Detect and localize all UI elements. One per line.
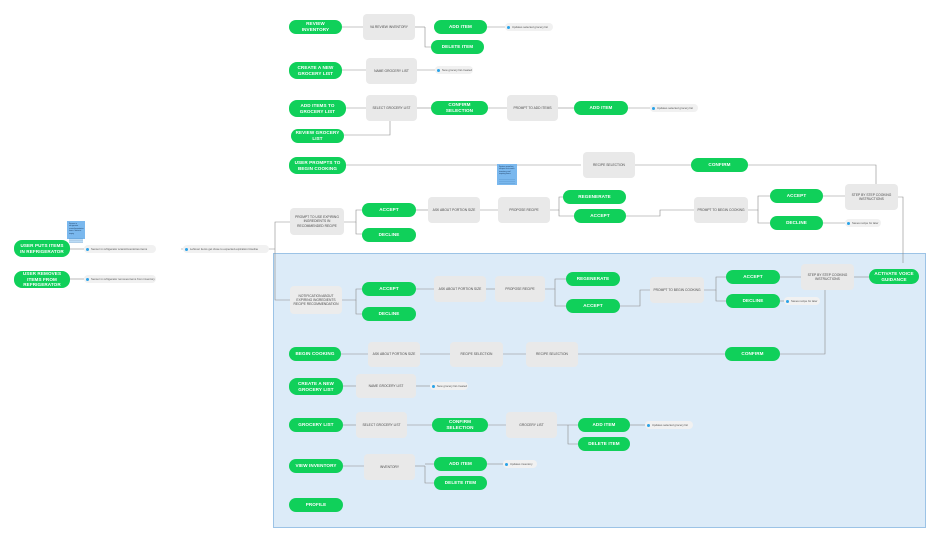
new-grocery-note: New grocery list created: [435, 66, 473, 74]
prompt-add-items-box: PROMPT TO ADD ITEMS: [507, 95, 558, 121]
note-dot-icon: [652, 106, 655, 110]
panel-ask-portion-box-2: ASK ABOUT PORTION SIZE: [368, 342, 420, 367]
add-items-to-grocery-node: ADD ITEMS TO GROCERY LIST: [289, 100, 346, 117]
prompt-begin-box: PROMPT TO BEGIN COOKING: [694, 197, 748, 223]
panel-recipe-selection-box-2: RECIPE SELECTION: [526, 342, 578, 367]
sticky-note-2: System searches recipes that match inven…: [497, 164, 517, 185]
note-dot-icon: [647, 423, 650, 427]
panel-decline-node-2: DECLINE: [726, 294, 780, 308]
user-removes-items-node: USER REMOVES ITEMS FROM REFRIGERATOR: [14, 271, 70, 288]
note-text: New grocery list created: [442, 68, 472, 72]
note-dot-icon: [505, 462, 508, 466]
sticky-note-text: System searches recipes that match inven…: [499, 166, 515, 176]
note-text: Leftover items get close to expected exp…: [190, 247, 259, 251]
propose-recipe-box: PROPOSE RECIPE: [498, 197, 550, 223]
sticky-note: Sensor in refrigerator scans/inventories…: [67, 221, 85, 244]
note-dot-icon: [847, 221, 850, 225]
grocery-list-node: GROCERY LIST: [289, 418, 343, 432]
note-text: Updates selected grocery list: [652, 423, 688, 427]
select-grocery-box: SELECT GROCERY LIST: [366, 95, 417, 121]
confirm-node: CONFIRM: [691, 158, 748, 172]
panel-new-grocery-note: New grocery list created: [430, 382, 468, 390]
saves-recipe-note: Saves recipe for later: [845, 219, 881, 227]
panel-name-grocery-box: NAME GROCERY LIST: [356, 374, 416, 398]
panel-regenerate-node: REGENERATE: [566, 272, 620, 286]
panel-updates-inventory-note: Updates inventory: [503, 460, 537, 468]
view-inventory-node: VIEW INVENTORY: [289, 459, 343, 473]
sticky-note-text: Sensor in refrigerator scans/inventories…: [69, 223, 84, 235]
note-dot-icon: [86, 247, 89, 251]
note-dot-icon: [432, 384, 435, 388]
panel-create-grocery-node: CREATE A NEW GROCERY LIST: [289, 378, 343, 395]
updates-grocery-note: Updates selected grocery list: [505, 23, 553, 31]
panel-grocery-list-box: GROCERY LIST: [506, 412, 557, 438]
panel-inventory-box: INVENTORY: [364, 454, 415, 480]
create-grocery-node: CREATE A NEW GROCERY LIST: [289, 62, 342, 79]
add-item-node-2: ADD ITEM: [574, 101, 628, 115]
note-dot-icon: [437, 68, 440, 72]
accept-node: ACCEPT: [362, 203, 416, 217]
recipe-selection-box: RECIPE SELECTION: [583, 152, 635, 178]
panel-propose-recipe-box: PROPOSE RECIPE: [495, 276, 545, 302]
leftover-note: Leftover items get close to expected exp…: [183, 245, 269, 253]
panel-updates-grocery-note: Updates selected grocery list: [645, 421, 693, 429]
panel-add-item-node-2: ADD ITEM: [434, 457, 487, 471]
confirm-selection-node: CONFIRM SELECTION: [431, 101, 488, 115]
activate-voice-node: ACTIVATE VOICE GUIDANCE: [869, 269, 919, 284]
note-text: Updates selected grocery list: [657, 106, 693, 110]
panel-delete-item-node-2: DELETE ITEM: [434, 476, 487, 490]
note-dot-icon: [185, 247, 188, 251]
ask-portion-box: ASK ABOUT PORTION SIZE: [428, 197, 480, 223]
review-grocery-node: REVIEW GROCERY LIST: [291, 129, 344, 143]
note-dot-icon: [86, 277, 89, 281]
sensor-scans-note: Sensor in refrigerator scans/inventories…: [84, 245, 156, 253]
review-inventory-node: REVIEW INVENTORY: [289, 20, 342, 34]
note-dot-icon: [507, 25, 510, 29]
updates-grocery-note-2: Updates selected grocery list: [650, 104, 698, 112]
prompt-expiring-box: PROMPT TO USE EXPIRING INGREDIENTS IN RE…: [290, 208, 344, 235]
decline-node: DECLINE: [362, 228, 416, 242]
panel-confirm-node: CONFIRM: [725, 347, 780, 361]
panel-select-grocery-box: SELECT GROCERY LIST: [356, 412, 407, 438]
delete-item-node: DELETE ITEM: [431, 40, 484, 54]
panel-delete-item-node: DELETE ITEM: [578, 437, 630, 451]
begin-cooking-node: BEGIN COOKING: [289, 347, 341, 361]
panel-accept-node-3: ACCEPT: [726, 270, 780, 284]
notification-box: NOTIFICATION ABOUT EXPIRING INGREDIENTS …: [290, 286, 342, 314]
note-text: Updates inventory: [510, 462, 533, 466]
panel-decline-node: DECLINE: [362, 307, 416, 321]
user-puts-items-node: USER PUTS ITEMS IN REFRIGERATOR: [14, 240, 70, 257]
note-dot-icon: [786, 299, 789, 303]
decline-node-2: DECLINE: [770, 216, 823, 230]
note-text: New grocery list created: [437, 384, 467, 388]
panel-step-by-step-box: STEP BY STEP COOKING INSTRUCTIONS: [801, 264, 854, 290]
panel-saves-recipe-note: Saves recipe for later: [784, 297, 820, 305]
va-review-inventory-box: VA REVIEW INVENTORY: [363, 14, 415, 40]
panel-ask-portion-box: ASK ABOUT PORTION SIZE: [434, 276, 486, 302]
add-item-node: ADD ITEM: [434, 20, 487, 34]
note-text: Updates selected grocery list: [512, 25, 548, 29]
panel-confirm-selection-node: CONFIRM SELECTION: [432, 418, 488, 432]
note-text: Sensor in refrigerator removes items fro…: [91, 277, 155, 281]
user-prompts-cooking-node: USER PROMPTS TO BEGIN COOKING: [289, 157, 346, 174]
panel-accept-node-2: ACCEPT: [566, 299, 620, 313]
name-grocery-box: NAME GROCERY LIST: [366, 58, 417, 84]
accept-node-3: ACCEPT: [770, 189, 823, 203]
step-by-step-box: STEP BY STEP COOKING INSTRUCTIONS: [845, 184, 898, 210]
panel-accept-node: ACCEPT: [362, 282, 416, 296]
note-text: Sensor in refrigerator scans/inventories…: [91, 247, 148, 251]
accept-node-2: ACCEPT: [574, 209, 626, 223]
profile-node: PROFILE: [289, 498, 343, 512]
note-text: Saves recipe for later: [852, 221, 879, 225]
panel-recipe-selection-box: RECIPE SELECTION: [450, 342, 503, 367]
note-text: Saves recipe for later: [791, 299, 818, 303]
regenerate-node: REGENERATE: [563, 190, 626, 204]
panel-prompt-begin-box: PROMPT TO BEGIN COOKING: [650, 277, 704, 303]
sensor-removes-note: Sensor in refrigerator removes items fro…: [84, 275, 156, 283]
panel-add-item-node: ADD ITEM: [578, 418, 630, 432]
